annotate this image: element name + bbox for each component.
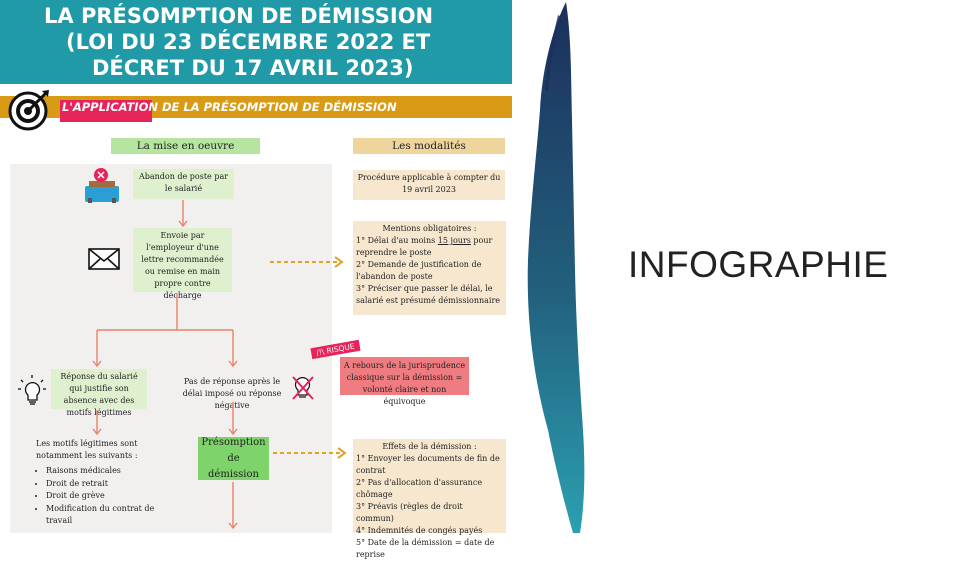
- risque-box: A rebours de la jurisprudence classique …: [340, 357, 469, 406]
- slide: LA PRÉSOMPTION DE DÉMISSION (LOI DU 23 D…: [0, 0, 970, 533]
- infographie-label: INFOGRAPHIE: [628, 244, 889, 285]
- effet-item: 3° Préavis (règles de droit commun): [356, 502, 463, 523]
- lightbulb-icon: [18, 375, 46, 405]
- mention-2: 2° Demande de justification de l'abandon…: [356, 260, 482, 281]
- brush-fleck: [545, 15, 560, 90]
- effets-title: Effets de la démission :: [382, 442, 477, 451]
- motif-item: Raisons médicales: [46, 465, 166, 478]
- section-title: L'APPLICATION DE LA PRÉSOMPTION DE DÉMIS…: [62, 100, 397, 114]
- effet-item: 5° Date de la démission = date de repris…: [356, 538, 495, 559]
- mention-1-delay: 15 jours: [437, 236, 471, 245]
- effet-item: 1° Envoyer les documents de fin de contr…: [356, 454, 500, 475]
- dashed-arrows: [270, 256, 347, 459]
- pas-reponse-text: Pas de réponse après le délai imposé ou …: [182, 377, 282, 410]
- abandon-box: Abandon de poste par le salarié: [133, 169, 234, 199]
- title-line-2: (LOI DU 23 DÉCEMBRE 2022 ET: [66, 30, 431, 54]
- effet-item: 2° Pas d'allocation d'assurance chômage: [356, 478, 483, 499]
- motif-item: Modification du contrat de travail: [46, 503, 166, 528]
- header-modalites: Les modalités: [353, 138, 505, 154]
- mention-3: 3° Préciser que passer le délai, le sala…: [356, 284, 501, 305]
- motifs-list: Raisons médicales Droit de retrait Droit…: [34, 465, 166, 528]
- presomption-box: Présomption de démission: [198, 437, 269, 480]
- procedure-box: Procédure applicable à compter du 19 avr…: [353, 170, 505, 200]
- envelope-icon: [88, 248, 120, 270]
- mentions-box: Mentions obligatoires : 1° Délai d'au mo…: [353, 221, 506, 315]
- connectors-layer: [18, 2, 585, 533]
- flow-panel: [10, 164, 332, 533]
- header-mise-en-oeuvre: La mise en oeuvre: [111, 138, 260, 154]
- flow-arrows: [92, 200, 238, 530]
- target-icon: [8, 90, 49, 131]
- effet-item: 4° Indemnités de congés payés: [356, 526, 483, 535]
- mention-1-post: pour reprendre le poste: [356, 236, 493, 257]
- abandoned-desk-icon: [85, 168, 119, 203]
- title-banner: LA PRÉSOMPTION DE DÉMISSION (LOI DU 23 D…: [0, 0, 512, 84]
- no-response-icon: [292, 376, 314, 400]
- envoi-box: Envoie par l'employeur d'une lettre reco…: [133, 228, 232, 300]
- motif-item: Droit de grève: [46, 490, 166, 503]
- mentions-title: Mentions obligatoires :: [382, 224, 477, 233]
- title-line-3: DÉCRET DU 17 AVRIL 2023): [92, 56, 414, 80]
- section-highlight: [60, 100, 152, 122]
- mention-1: 1° Délai d'au moins 15 jours pour repren…: [356, 235, 503, 259]
- reponse-box: Réponse du salarié qui justifie son abse…: [51, 369, 147, 417]
- brush-stroke-decoration: [527, 2, 585, 533]
- title-line-1: LA PRÉSOMPTION DE DÉMISSION: [44, 4, 434, 28]
- mention-1-pre: 1° Délai d'au moins: [356, 236, 438, 245]
- motif-item: Droit de retrait: [46, 478, 166, 491]
- motifs-intro: Les motifs légitimes sont notamment les …: [36, 439, 138, 460]
